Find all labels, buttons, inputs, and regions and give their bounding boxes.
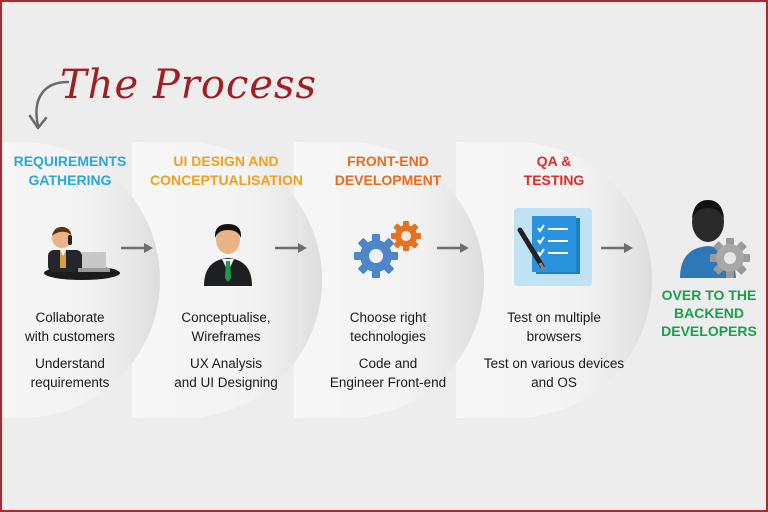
desc-item: Test on various devices and OS — [472, 354, 636, 392]
stage-heading-line: UI DESIGN AND — [173, 153, 279, 169]
stage-description: Choose right technologies Code and Engin… — [312, 308, 464, 400]
checklist-pen-icon — [514, 208, 592, 286]
stage-backend-handoff: OVER TO THE BACKEND DEVELOPERS — [652, 142, 766, 418]
final-heading-line: OVER TO THE — [661, 287, 757, 303]
desc-line: requirements — [30, 375, 110, 390]
stage-description: Collaborate with customers Understand re… — [2, 308, 138, 400]
desc-line: Choose right — [349, 310, 427, 325]
desc-line: with customers — [24, 329, 116, 344]
stage-qa-testing: QA & TESTING Tes — [472, 142, 636, 418]
stage-heading-line: REQUIREMENTS — [13, 153, 127, 169]
desc-item: Collaborate with customers — [2, 308, 138, 346]
desc-line: Conceptualise, — [181, 310, 271, 325]
desc-line: Understand — [35, 356, 105, 371]
flow-arrow-icon — [121, 243, 153, 253]
stage-heading-line: FRONT-END — [347, 153, 429, 169]
desc-line: and UI Designing — [174, 375, 278, 390]
gears-icon — [354, 221, 421, 278]
stage-heading-line: DEVELOPMENT — [334, 172, 442, 188]
desc-item: Code and Engineer Front-end — [312, 354, 464, 392]
process-stages: REQUIREMENTS GATHERING Collaborate with … — [2, 142, 766, 422]
stage-heading: FRONT-END DEVELOPMENT — [312, 152, 464, 190]
stage-description: Conceptualise, Wireframes UX Analysis an… — [150, 308, 302, 400]
stage-heading-line: TESTING — [523, 172, 585, 188]
desc-line: Wireframes — [191, 329, 261, 344]
stage-description: Test on multiple browsers Test on variou… — [472, 308, 636, 400]
desc-line: technologies — [350, 329, 426, 344]
stage-heading-line: CONCEPTUALISATION — [150, 172, 303, 188]
desc-line: Test on various devices — [483, 356, 625, 371]
curved-arrow-icon — [28, 80, 70, 130]
stage-heading-line: GATHERING — [28, 172, 112, 188]
desc-line: Test on multiple — [507, 310, 601, 325]
desc-line: UX Analysis — [189, 356, 263, 371]
final-heading-line: BACKEND — [674, 305, 744, 321]
stage-requirements: REQUIREMENTS GATHERING Collaborate with … — [2, 142, 138, 418]
stage-heading-line: QA & — [536, 153, 572, 169]
flow-arrow-icon — [275, 243, 307, 253]
desc-item: Choose right technologies — [312, 308, 464, 346]
stage-ui-design: UI DESIGN AND CONCEPTUALISATION Conceptu… — [150, 142, 303, 418]
designer-person-icon — [204, 224, 252, 286]
desc-item: Conceptualise, Wireframes — [150, 308, 302, 346]
flow-arrow-icon — [601, 243, 633, 253]
desc-line: Engineer Front-end — [329, 375, 447, 390]
developer-with-gear-icon — [680, 200, 750, 278]
desc-item: UX Analysis and UI Designing — [150, 354, 302, 392]
final-heading: OVER TO THE BACKEND DEVELOPERS — [652, 286, 766, 340]
desc-line: Collaborate — [35, 310, 105, 325]
stage-heading: QA & TESTING — [472, 152, 636, 190]
flow-arrow-icon — [437, 243, 469, 253]
stage-heading: UI DESIGN AND CONCEPTUALISATION — [150, 152, 303, 190]
desc-item: Test on multiple browsers — [472, 308, 636, 346]
businessman-on-phone-icon — [44, 226, 120, 280]
desc-item: Understand requirements — [2, 354, 138, 392]
stage-heading: REQUIREMENTS GATHERING — [2, 152, 138, 190]
desc-line: browsers — [526, 329, 582, 344]
stage-front-end: FRONT-END DEVELOPMENT — [312, 142, 464, 418]
page-title: The Process — [60, 62, 318, 108]
desc-line: and OS — [531, 375, 577, 390]
final-heading-line: DEVELOPERS — [661, 323, 757, 339]
desc-line: Code and — [358, 356, 418, 371]
